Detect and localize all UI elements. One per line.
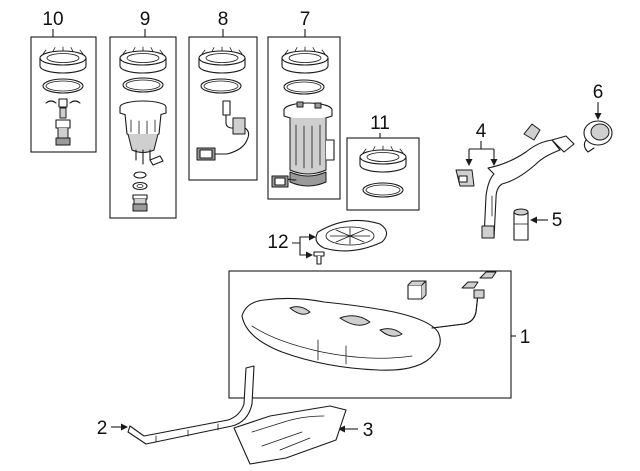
part-9-box <box>109 36 177 219</box>
callout-12: 12 <box>267 232 288 253</box>
part-4-clip-left <box>455 169 475 187</box>
part-11-box <box>346 137 420 211</box>
callout-1: 1 <box>520 327 531 348</box>
part-6-fuel-cap <box>583 120 613 153</box>
part-9-pump-module <box>119 100 167 166</box>
part-5-group: 5 <box>513 208 563 241</box>
part-1-group: 1 <box>228 270 531 399</box>
part-12-group: 12 <box>267 219 388 265</box>
callout-5: 5 <box>552 210 563 231</box>
part-3-heat-shield <box>233 405 347 465</box>
part-10-lock-ring <box>39 46 87 74</box>
callout-7: 7 <box>300 9 311 30</box>
part-12-bolt <box>313 251 325 265</box>
part-1-fuel-tank <box>241 289 485 371</box>
part-8-box <box>188 36 258 181</box>
part-1-box <box>228 270 512 399</box>
part-2-group: 2 <box>97 365 255 445</box>
callout-3: 3 <box>363 420 374 441</box>
part-7-pump-assembly <box>271 101 335 188</box>
part-7-box <box>267 36 341 200</box>
callout-6: 6 <box>593 82 604 103</box>
part-7-gasket <box>283 79 325 95</box>
part-9-lock-ring <box>119 46 167 74</box>
part-1-clips <box>461 271 497 289</box>
part-6-group: 6 <box>583 82 613 153</box>
part-8-lock-ring <box>198 46 246 74</box>
callout-8: 8 <box>218 9 229 30</box>
part-7-group: 7 <box>267 9 341 200</box>
part-10-box <box>30 36 97 153</box>
part-9-filter-parts <box>132 171 148 212</box>
part-4-group: 4 <box>455 121 575 239</box>
part-11-gasket <box>362 182 404 198</box>
part-4-filler-pipe <box>481 123 575 239</box>
part-11-lock-ring <box>359 145 407 173</box>
part-8-group: 8 <box>188 9 258 181</box>
part-11-group: 11 <box>346 113 420 211</box>
part-8-gasket <box>200 78 242 94</box>
part-1-valve-block <box>407 280 427 300</box>
callout-11: 11 <box>370 113 390 134</box>
part-10-sensor <box>45 98 81 146</box>
part-9-group: 9 <box>109 9 177 219</box>
part-7-lock-ring <box>281 46 329 74</box>
part-8-level-sensor <box>196 100 250 161</box>
part-10-group: 10 <box>30 9 97 153</box>
part-12-cover-plate <box>315 219 388 252</box>
callout-10: 10 <box>42 9 63 30</box>
callout-9: 9 <box>140 9 151 30</box>
part-2-strap <box>127 365 255 445</box>
callout-4: 4 <box>476 121 487 142</box>
part-10-gasket <box>42 78 84 94</box>
part-5-valve <box>513 208 529 241</box>
part-3-group: 3 <box>233 405 374 465</box>
part-9-gasket <box>122 77 164 93</box>
callout-2: 2 <box>97 418 108 439</box>
